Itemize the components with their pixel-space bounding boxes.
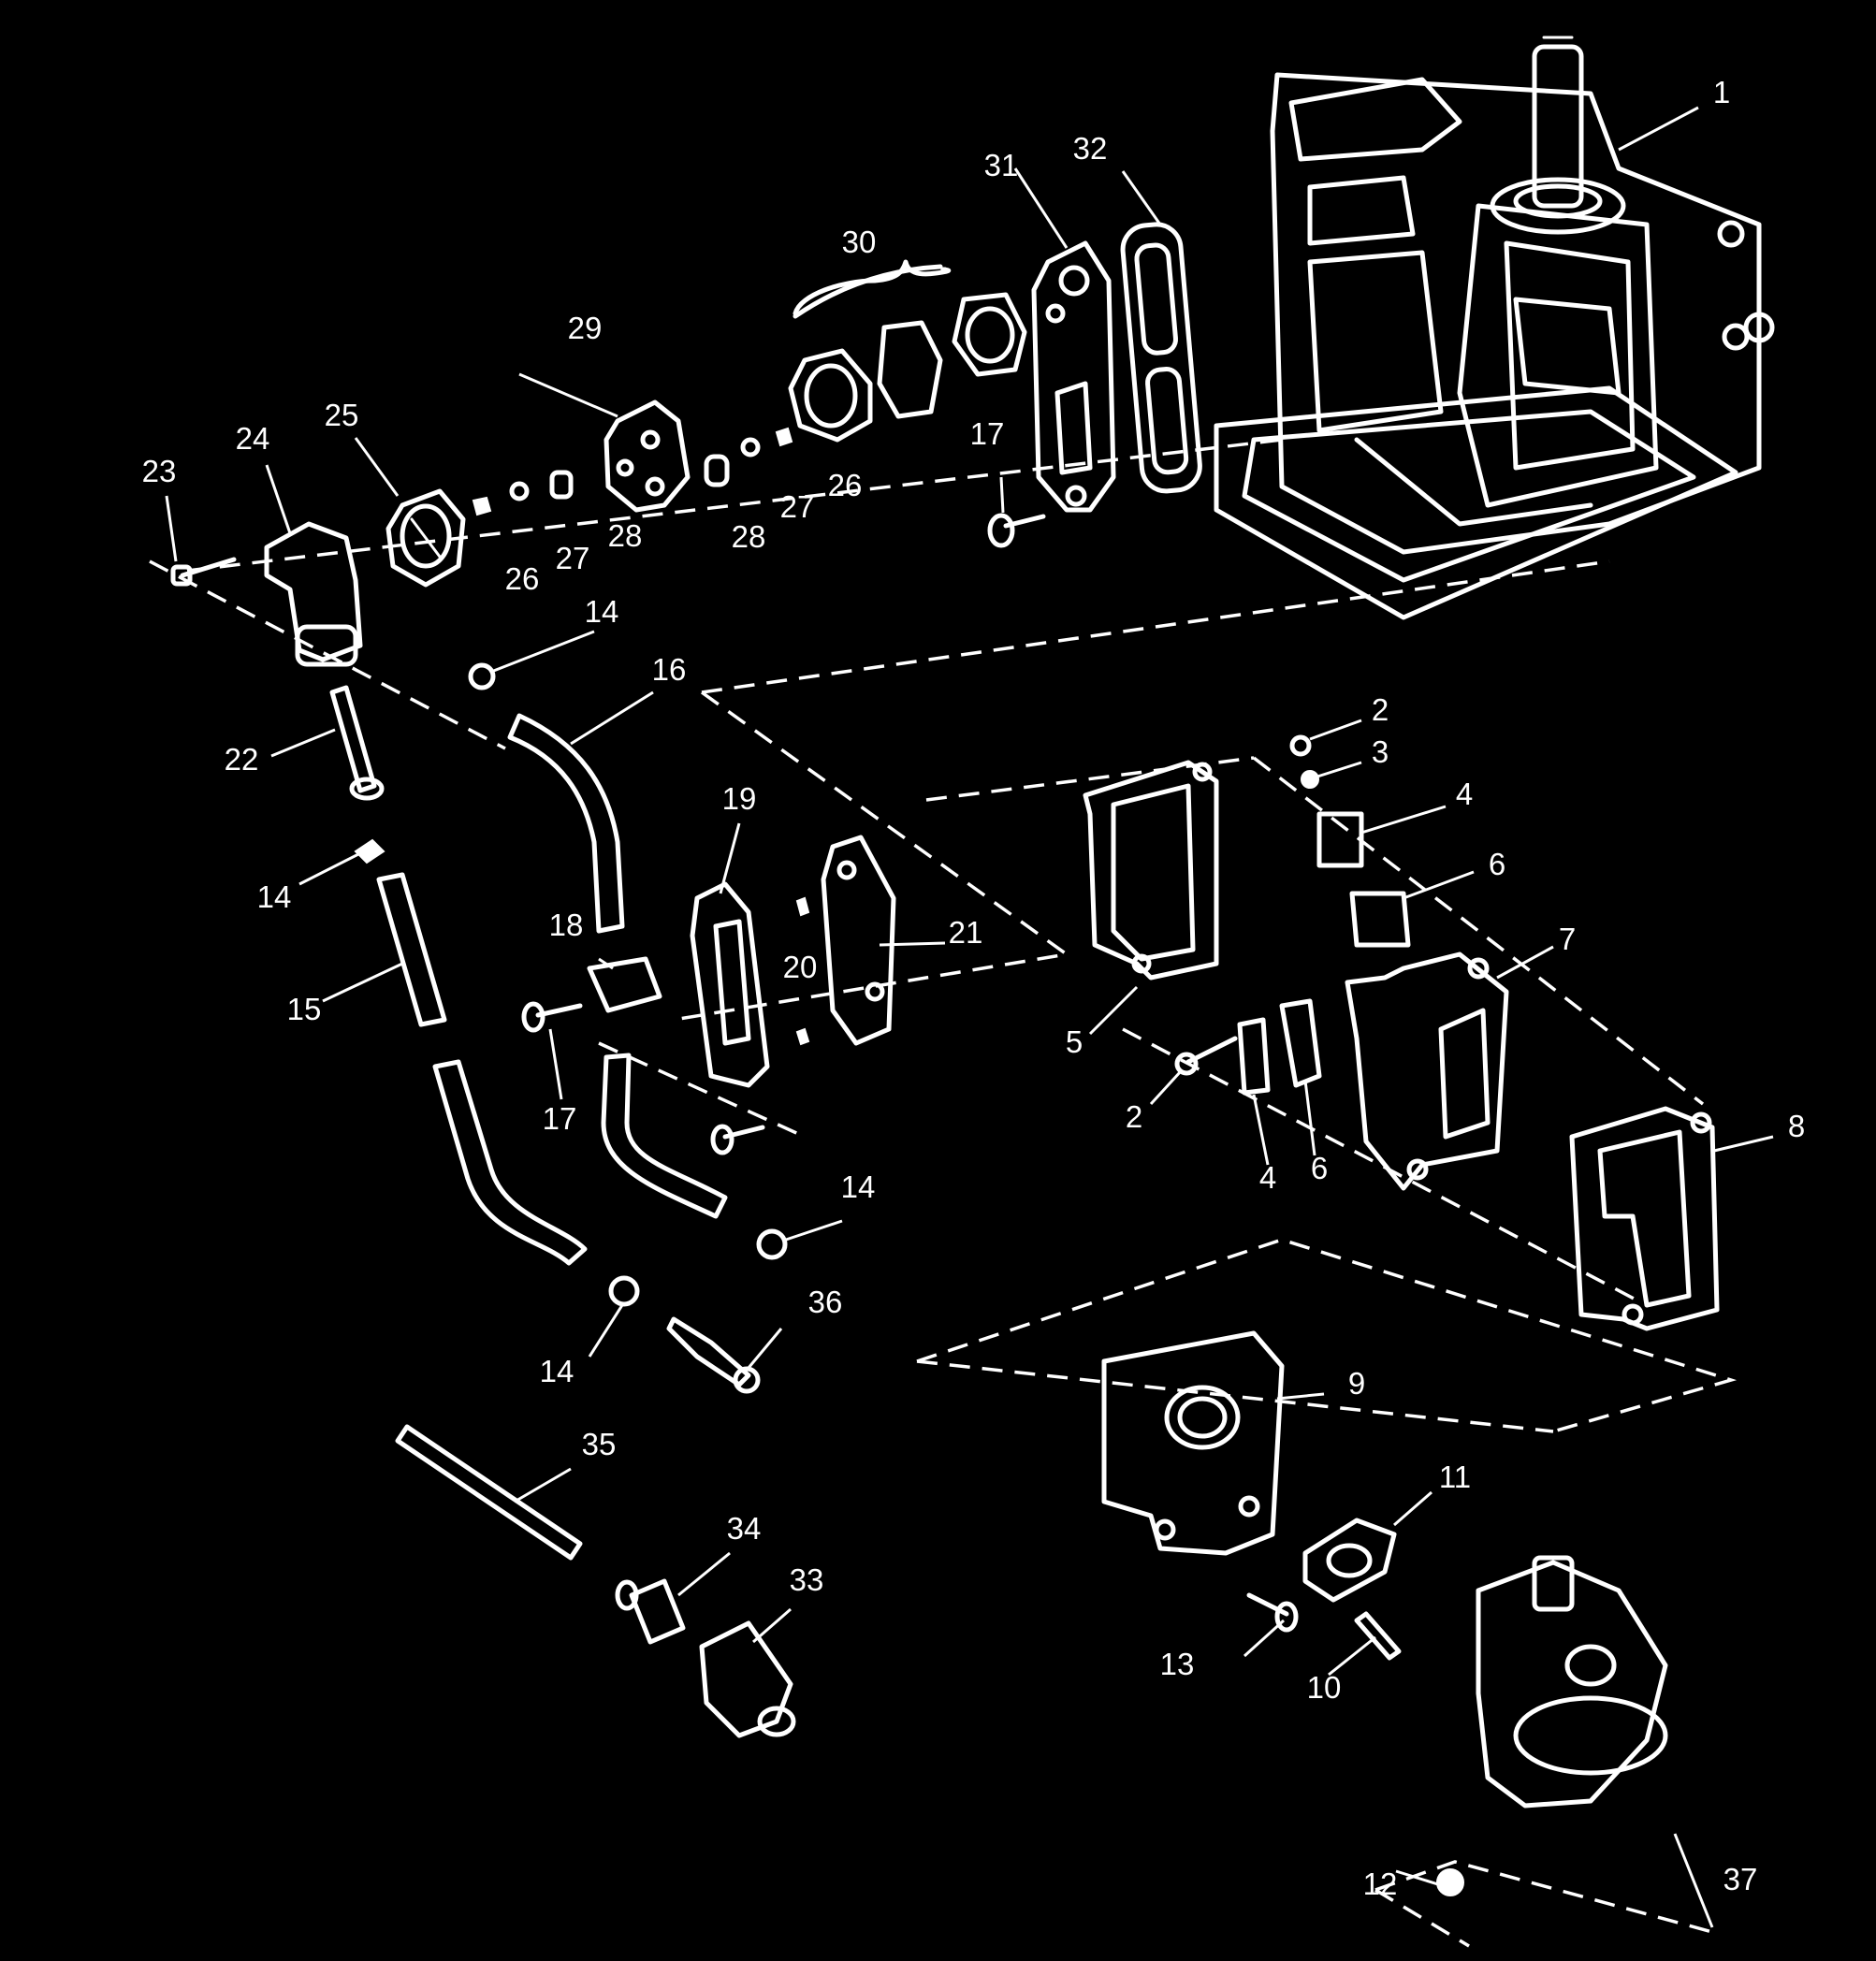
callout-30: 30 xyxy=(842,225,877,259)
callout-18: 18 xyxy=(549,908,584,942)
part-31-cover xyxy=(1031,240,1116,513)
part-24-housing xyxy=(264,521,363,667)
part-30-brace xyxy=(793,264,943,319)
part-7-reed-block xyxy=(1345,951,1509,1191)
callout-7: 7 xyxy=(1559,922,1576,956)
part-17-bolt-top xyxy=(987,513,1046,548)
part-1-engine-block xyxy=(1214,36,1775,620)
part-36-fitting xyxy=(666,1316,761,1394)
callout-6: 6 xyxy=(1311,1151,1328,1185)
part-11-gasket xyxy=(1302,1518,1397,1603)
callout-3: 3 xyxy=(1372,734,1389,769)
part-26-27-28-valves xyxy=(472,427,793,516)
part-30-bracket xyxy=(793,259,952,316)
callout-28: 28 xyxy=(732,519,766,554)
part-23-bolt xyxy=(170,557,237,587)
part-16-hose xyxy=(507,713,625,934)
callout-14: 14 xyxy=(257,879,292,914)
part-hose-lower xyxy=(432,1059,588,1266)
part-19-cover xyxy=(690,881,770,1155)
callout-17: 17 xyxy=(970,416,1005,451)
part-5-gasket xyxy=(1083,760,1219,980)
callout-29: 29 xyxy=(568,311,603,345)
callout-27: 27 xyxy=(780,489,815,524)
part-9-manifold xyxy=(1101,1330,1285,1556)
part-hose-middle xyxy=(601,1053,728,1219)
part-14-clamps xyxy=(354,662,788,1307)
callout-22: 22 xyxy=(225,742,259,777)
callout-31: 31 xyxy=(984,148,1019,182)
callout-17: 17 xyxy=(543,1101,577,1136)
part-25-plate xyxy=(385,488,466,588)
callout-9: 9 xyxy=(1348,1366,1365,1401)
callout-14: 14 xyxy=(841,1169,876,1204)
callout-10: 10 xyxy=(1307,1670,1342,1705)
callout-33: 33 xyxy=(790,1562,824,1597)
part-37-carburetor xyxy=(1436,1555,1668,1896)
part-15-hose xyxy=(376,872,447,1027)
part-13-10-bolts xyxy=(1246,1592,1402,1661)
callout-1: 1 xyxy=(1713,75,1730,109)
callout-28: 28 xyxy=(608,518,643,553)
callout-2: 2 xyxy=(1372,692,1389,727)
callout-27: 27 xyxy=(556,541,590,575)
part-35-shaft xyxy=(395,1424,583,1561)
callout-4: 4 xyxy=(1456,777,1473,811)
callout-14: 14 xyxy=(585,594,619,629)
callout-12: 12 xyxy=(1363,1867,1398,1901)
part-34-33-plugs xyxy=(615,1578,796,1738)
part-29-pump-body xyxy=(604,399,691,513)
callout-37: 37 xyxy=(1723,1862,1758,1896)
callout-13: 13 xyxy=(1160,1647,1195,1681)
part-18-connector xyxy=(521,956,662,1033)
callout-34: 34 xyxy=(727,1511,762,1546)
part-20-21-gasket xyxy=(795,835,896,1046)
callout-19: 19 xyxy=(722,781,757,816)
callout-16: 16 xyxy=(652,652,687,687)
assembly-dashed-lines xyxy=(149,438,1738,1948)
part-2-3-4-6-reeds xyxy=(1174,734,1411,1096)
callout-14: 14 xyxy=(540,1354,574,1388)
callout-6: 6 xyxy=(1489,847,1505,881)
callout-20: 20 xyxy=(783,950,818,984)
part-30-gasket-set xyxy=(788,292,1027,443)
callout-24: 24 xyxy=(236,421,270,456)
callout-leader-lines xyxy=(165,106,1774,1928)
callout-26: 26 xyxy=(828,468,863,502)
callout-15: 15 xyxy=(287,992,322,1026)
callout-32: 32 xyxy=(1073,131,1108,166)
callout-23: 23 xyxy=(142,454,177,488)
callout-5: 5 xyxy=(1066,1024,1083,1059)
callout-36: 36 xyxy=(808,1285,843,1319)
callout-4: 4 xyxy=(1259,1160,1276,1195)
callout-26: 26 xyxy=(505,561,540,596)
part-22-fitting xyxy=(329,685,385,801)
callout-21: 21 xyxy=(949,915,983,950)
part-8-gasket xyxy=(1569,1106,1720,1331)
callout-8: 8 xyxy=(1788,1109,1805,1143)
callout-35: 35 xyxy=(582,1427,617,1461)
callout-11: 11 xyxy=(1439,1460,1471,1494)
callout-2: 2 xyxy=(1126,1099,1142,1134)
callout-25: 25 xyxy=(325,398,359,432)
part-32-gasket xyxy=(1120,222,1202,494)
